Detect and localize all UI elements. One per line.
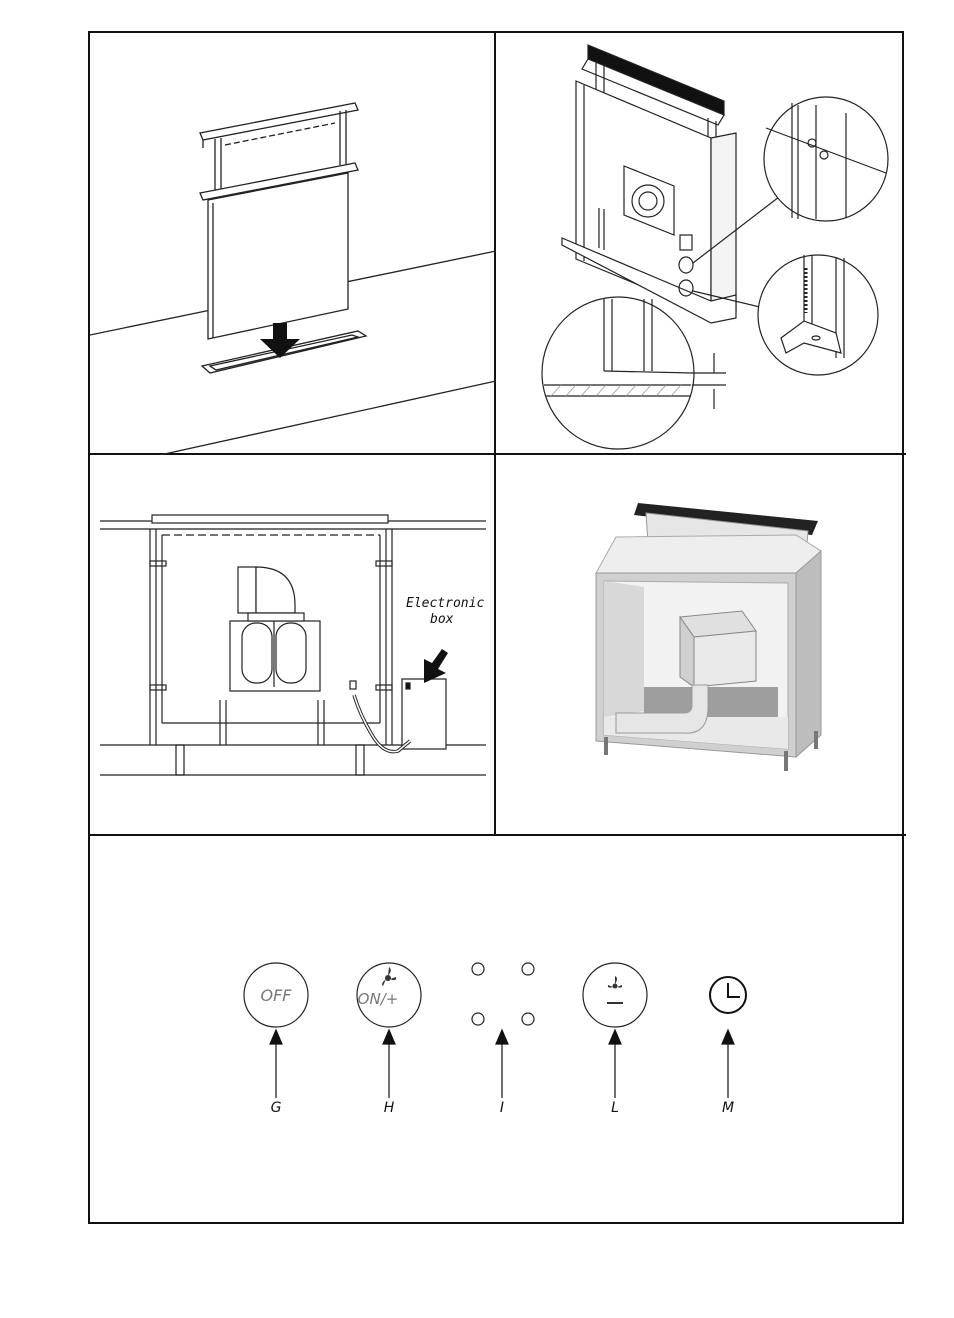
cabinet-front-drawing: Electronic box bbox=[90, 455, 496, 836]
control-panel-drawing: OFF ON/+ bbox=[90, 836, 906, 1224]
panel-bracket-detail bbox=[496, 33, 906, 455]
label-i: I bbox=[500, 1100, 504, 1116]
electronic-box-label-line1: Electronic bbox=[406, 596, 484, 611]
label-l: L bbox=[611, 1100, 619, 1116]
arrow-icon bbox=[722, 1030, 734, 1044]
timer-button[interactable] bbox=[710, 977, 746, 1013]
on-plus-button[interactable]: ON/+ bbox=[357, 963, 421, 1027]
panel-hood-insertion bbox=[90, 33, 496, 455]
arrow-icon bbox=[270, 1030, 282, 1044]
figure-frame: Electronic box bbox=[88, 31, 904, 1224]
label-g: G bbox=[271, 1100, 282, 1116]
arrow-icon bbox=[383, 1030, 395, 1044]
electronic-box-label-line2: box bbox=[430, 612, 454, 627]
cabinet-3d-render bbox=[496, 455, 906, 836]
on-label: ON/+ bbox=[358, 990, 399, 1008]
led-1 bbox=[472, 963, 484, 975]
off-label: OFF bbox=[261, 986, 293, 1005]
led-2 bbox=[522, 963, 534, 975]
panel-cabinet-front: Electronic box bbox=[90, 455, 496, 836]
arrow-icon bbox=[609, 1030, 621, 1044]
panel-cabinet-3d bbox=[496, 455, 906, 836]
hood-insertion-drawing bbox=[90, 33, 496, 455]
off-button[interactable]: OFF bbox=[244, 963, 308, 1027]
led-3 bbox=[472, 1013, 484, 1025]
panel-controls: OFF ON/+ bbox=[90, 836, 906, 1226]
bracket-detail-drawing bbox=[496, 33, 906, 455]
arrow-icon bbox=[424, 649, 448, 683]
fan-minus-button[interactable] bbox=[583, 963, 647, 1027]
arrow-icon bbox=[496, 1030, 508, 1044]
indicator-leds bbox=[472, 963, 534, 1025]
led-4 bbox=[522, 1013, 534, 1025]
label-h: H bbox=[384, 1100, 395, 1116]
label-m: M bbox=[722, 1100, 734, 1116]
